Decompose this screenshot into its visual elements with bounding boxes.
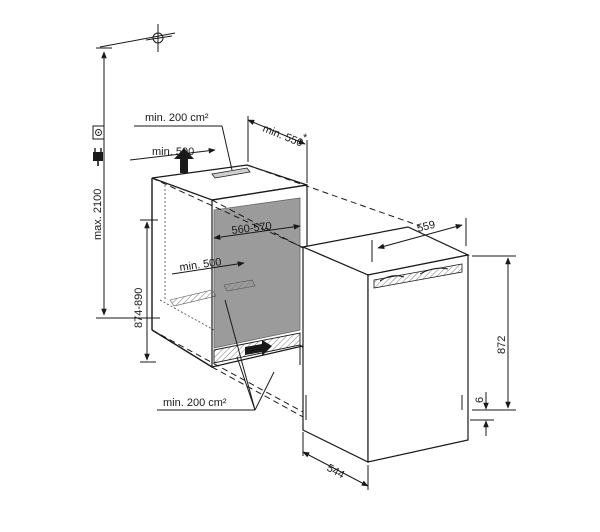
vent-bottom-label: min. 200 cm² <box>163 397 227 409</box>
appliance-width-label: 559 <box>416 219 437 235</box>
niche-width-label: 560-570 <box>231 220 273 237</box>
airflow-arrow-in <box>245 340 272 356</box>
top-vent-opening <box>211 167 251 179</box>
niche-height-dimension: 874-890 <box>133 219 158 363</box>
power-plug-icon <box>93 148 103 166</box>
gap-bottom-label: 6 <box>474 397 486 403</box>
floor-vent-rear <box>169 289 217 307</box>
niche-interior <box>213 197 301 349</box>
power-socket-icon <box>92 125 105 140</box>
height-max-dimension: max. 2100 <box>92 47 160 319</box>
vent-top-width-dimension: min. 500 <box>129 146 216 161</box>
depth-star: * <box>303 132 308 144</box>
floor-vent-middle <box>223 279 256 292</box>
vent-top-dimension: min. 200 cm² <box>134 112 233 171</box>
crosshair-icon <box>99 24 176 52</box>
appliance-width-dimension: 559 <box>371 218 467 262</box>
depth-top-label: min. 550 <box>261 123 305 150</box>
niche-cabinet <box>151 164 308 368</box>
vent-bottom-dimension: min. 200 cm² <box>157 299 275 411</box>
height-max-label: max. 2100 <box>92 189 104 240</box>
vent-inner-width-dimension: min. 500 <box>171 256 245 275</box>
appliance-height-dimension: 872 <box>472 255 516 411</box>
niche-width-dimension: 560-570 <box>213 220 301 240</box>
appliance-height-label: 872 <box>496 336 508 354</box>
appliance-fridge <box>300 226 470 463</box>
vent-top-label: min. 200 cm² <box>145 112 209 124</box>
gap-bottom-dimension: 6 <box>470 392 494 436</box>
niche-height-label: 874-890 <box>133 288 145 328</box>
vent-inner-width-label: min. 500 <box>179 256 222 274</box>
appliance-depth-label: 544 <box>325 462 347 481</box>
vent-top-width-label: min. 500 <box>152 146 194 158</box>
